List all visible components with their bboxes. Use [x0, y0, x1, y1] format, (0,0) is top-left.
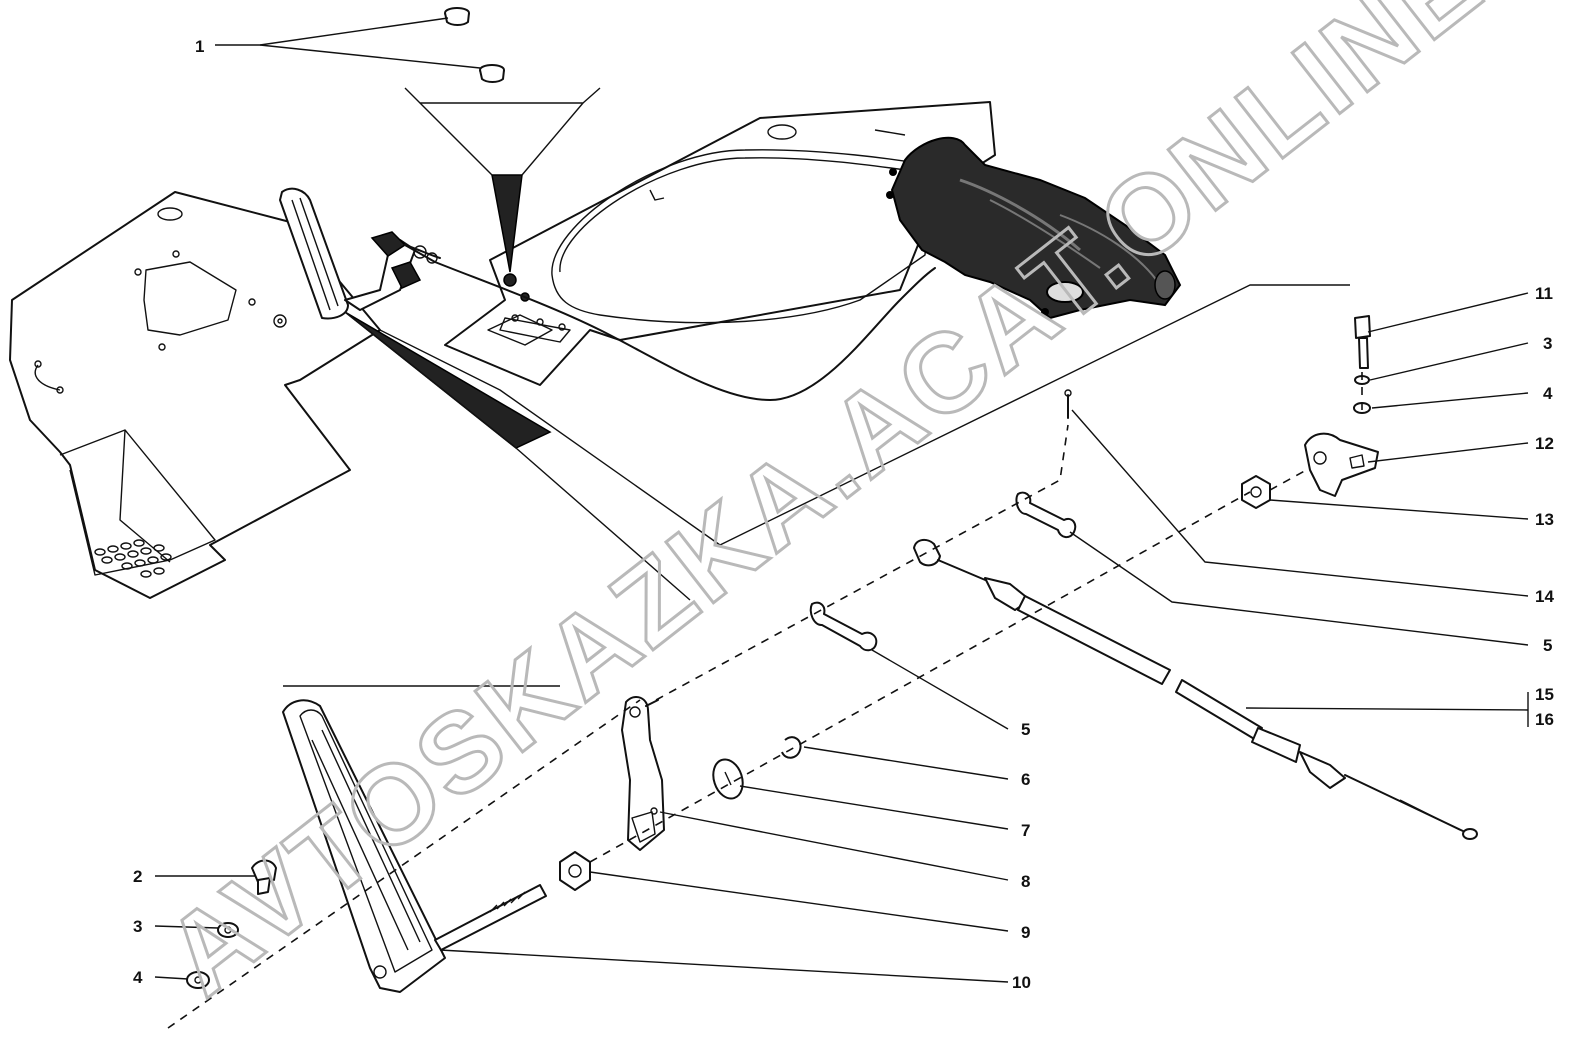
throttle-cable-routing [404, 244, 936, 401]
callout-1: 1 [195, 37, 204, 56]
floor-panel-assembly [9, 87, 1350, 601]
clip-6 [781, 736, 802, 759]
callout-5: 5 [1543, 636, 1552, 655]
bracket-5-upper [1015, 491, 1077, 538]
throttle-cable [913, 538, 1478, 840]
callout-4: 4 [1543, 384, 1553, 403]
callout-9: 9 [1021, 923, 1030, 942]
callout-3: 3 [133, 917, 142, 936]
vent-holes [94, 539, 172, 578]
callout-3: 3 [1543, 334, 1552, 353]
callout-11: 11 [1535, 284, 1553, 303]
nut-9 [559, 851, 591, 891]
floor-sheet-edge [379, 284, 1350, 546]
callout-16: 16 [1535, 710, 1554, 729]
callout-12: 12 [1535, 434, 1554, 453]
callout-6: 6 [1021, 770, 1030, 789]
callout-15: 15 [1535, 685, 1554, 704]
assembly-axes [167, 372, 1363, 1029]
left-fasteners [186, 859, 277, 989]
plugs [444, 7, 505, 83]
callout-labels: 1 11 3 4 12 13 14 5 15 16 5 6 7 8 9 10 2… [133, 37, 1554, 992]
right-fasteners [1241, 315, 1379, 509]
callout-4: 4 [133, 968, 143, 987]
callout-7: 7 [1021, 821, 1030, 840]
callout-5: 5 [1021, 720, 1030, 739]
leader-lines [154, 17, 1529, 983]
callout-10: 10 [1012, 973, 1031, 992]
callout-14: 14 [1535, 587, 1554, 606]
intake-manifold [886, 136, 1182, 320]
accelerator-pedal [282, 699, 547, 993]
callout-13: 13 [1535, 510, 1554, 529]
fastener-wedge [491, 174, 523, 273]
callout-2: 2 [133, 867, 142, 886]
right-floor-panel [444, 101, 996, 386]
callout-8: 8 [1021, 872, 1030, 891]
bracket-5-lower [809, 601, 878, 652]
pedal-lever [621, 695, 665, 851]
